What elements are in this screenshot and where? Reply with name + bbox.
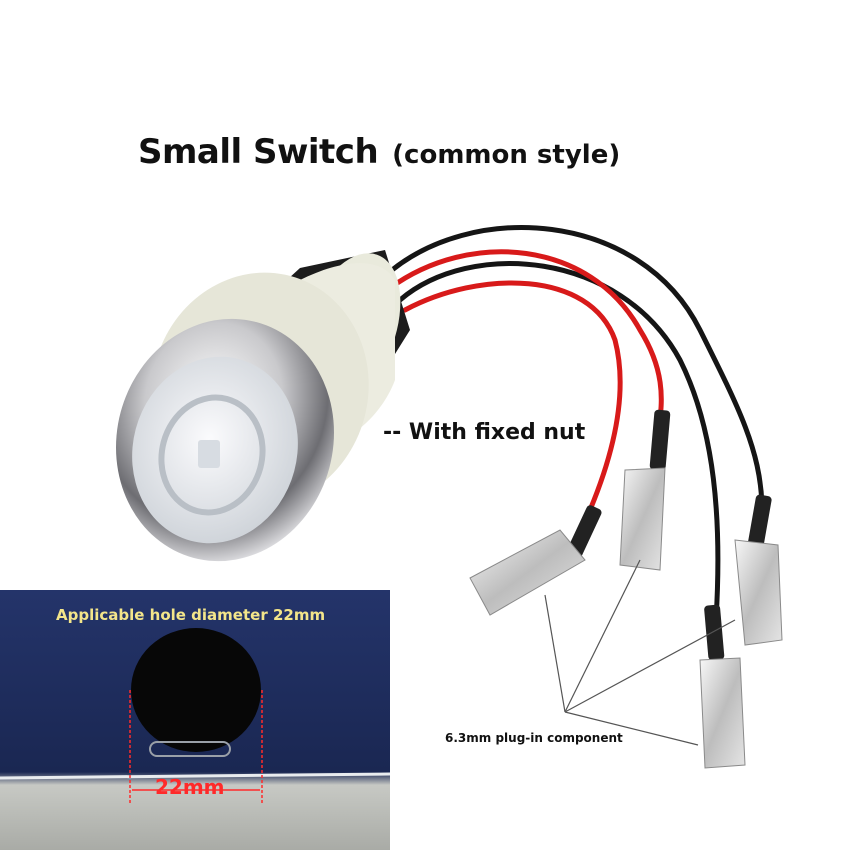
- plug-callout-lines: [544, 559, 736, 746]
- plug-terminal-3: [734, 539, 783, 646]
- hole-inset-photo: [0, 590, 391, 850]
- mounting-hole: [131, 628, 261, 752]
- fixed-nut-callout: -- With fixed nut: [383, 420, 586, 445]
- plug-in-callout: 6.3mm plug-in component: [445, 731, 623, 745]
- hole-dimension-label: 22mm: [155, 775, 225, 799]
- wire-red-2: [402, 280, 623, 513]
- plug-terminal-1: [619, 467, 666, 571]
- title-main: Small Switch: [138, 132, 379, 172]
- title-sub: (common style): [392, 140, 621, 170]
- sleeve-4: [704, 604, 725, 661]
- wire-red-1: [387, 249, 664, 423]
- sleeve-2: [566, 505, 602, 560]
- hole-diameter-title: Applicable hole diameter 22mm: [56, 606, 326, 624]
- wire-black-2: [397, 261, 721, 623]
- button-center-mark: [198, 440, 220, 468]
- wire-black-1: [382, 225, 765, 508]
- sleeve-3: [747, 494, 772, 551]
- plug-terminal-4: [699, 657, 746, 769]
- button-ring: [158, 394, 266, 516]
- plug-terminal-2: [469, 529, 586, 616]
- sleeve-1: [649, 409, 671, 471]
- product-title: Small Switch (common style): [138, 132, 620, 172]
